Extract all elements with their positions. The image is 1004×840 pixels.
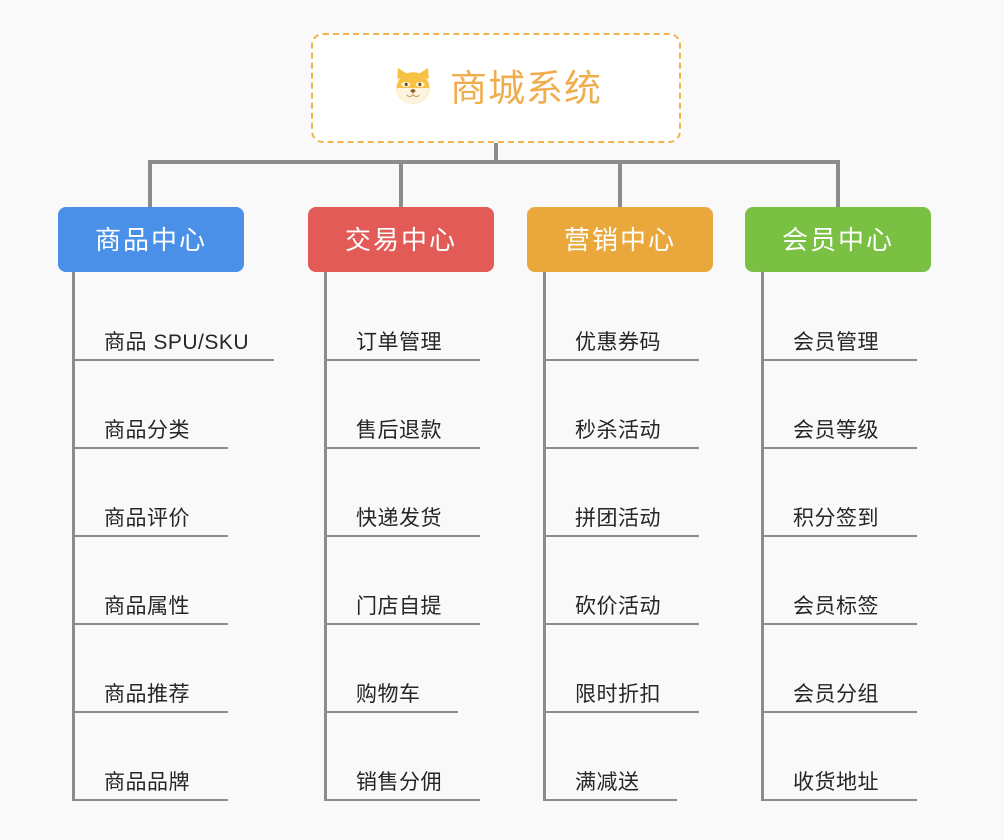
leaf-item-label: 商品分类	[104, 418, 190, 442]
leaf-item-label: 优惠券码	[575, 330, 661, 354]
leaf-item[interactable]: 砍价活动	[543, 536, 699, 625]
leaf-item[interactable]: 快递发货	[324, 448, 480, 537]
leaf-item-label: 快递发货	[356, 506, 442, 530]
root-node-label: 商城系统	[450, 67, 602, 109]
leaf-item[interactable]: 优惠券码	[543, 272, 699, 361]
connector-drop-2	[399, 160, 403, 207]
leaf-item[interactable]: 商品评价	[72, 448, 228, 537]
shiba-dog-face-icon	[396, 67, 430, 104]
leaf-item[interactable]: 会员管理	[761, 272, 917, 361]
leaf-item[interactable]: 销售分佣	[324, 712, 480, 801]
leaf-item-label: 会员等级	[793, 418, 879, 442]
leaf-item-label: 满减送	[575, 770, 640, 794]
leaf-item[interactable]: 商品 SPU/SKU	[72, 272, 274, 361]
branch-node-label: 营销中心	[563, 224, 676, 255]
leaf-item-label: 销售分佣	[356, 770, 442, 794]
leaf-item-label: 商品 SPU/SKU	[104, 330, 250, 354]
leaf-item[interactable]: 拼团活动	[543, 448, 699, 537]
leaf-item-label: 秒杀活动	[575, 418, 661, 442]
leaf-item-label: 商品推荐	[104, 682, 190, 706]
leaf-item[interactable]: 商品属性	[72, 536, 228, 625]
leaf-item-label: 商品评价	[104, 506, 190, 530]
branch-node-trade-center[interactable]: 交易中心	[308, 207, 494, 272]
leaf-item[interactable]: 限时折扣	[543, 624, 699, 713]
connector-root-stem	[494, 143, 498, 164]
leaf-item-label: 收货地址	[793, 770, 879, 794]
branch-node-marketing-center[interactable]: 营销中心	[527, 207, 713, 272]
leaf-item[interactable]: 商品分类	[72, 360, 228, 449]
leaf-item[interactable]: 售后退款	[324, 360, 480, 449]
leaf-item[interactable]: 订单管理	[324, 272, 480, 361]
connector-drop-4	[836, 160, 840, 207]
leaf-item[interactable]: 会员分组	[761, 624, 917, 713]
leaf-item[interactable]: 商品品牌	[72, 712, 228, 801]
leaf-item[interactable]: 商品推荐	[72, 624, 228, 713]
leaf-item[interactable]: 收货地址	[761, 712, 917, 801]
branch-node-label: 会员中心	[781, 224, 894, 255]
leaf-item-label: 门店自提	[356, 594, 442, 618]
leaf-item[interactable]: 门店自提	[324, 536, 480, 625]
leaf-item[interactable]: 会员标签	[761, 536, 917, 625]
connector-drop-1	[148, 160, 152, 207]
leaf-item[interactable]: 购物车	[324, 624, 458, 713]
connector-horizontal-bus	[148, 160, 838, 164]
branch-node-label: 商品中心	[94, 224, 207, 255]
leaf-item-label: 商品属性	[104, 594, 190, 618]
leaf-item[interactable]: 会员等级	[761, 360, 917, 449]
root-node[interactable]: 商城系统	[311, 33, 681, 143]
branch-node-label: 交易中心	[344, 224, 457, 255]
leaf-item[interactable]: 积分签到	[761, 448, 917, 537]
leaf-item-label: 积分签到	[793, 506, 879, 530]
leaf-item-label: 售后退款	[356, 418, 442, 442]
leaf-item-label: 订单管理	[356, 330, 442, 354]
leaf-item-label: 会员分组	[793, 682, 879, 706]
leaf-item-label: 商品品牌	[104, 770, 190, 794]
leaf-item-label: 砍价活动	[575, 594, 661, 618]
leaf-item[interactable]: 秒杀活动	[543, 360, 699, 449]
connector-drop-3	[618, 160, 622, 207]
branch-node-member-center[interactable]: 会员中心	[745, 207, 931, 272]
leaf-item-label: 限时折扣	[575, 682, 661, 706]
leaf-item-label: 拼团活动	[575, 506, 661, 530]
branch-node-product-center[interactable]: 商品中心	[58, 207, 244, 272]
leaf-item[interactable]: 满减送	[543, 712, 677, 801]
leaf-item-label: 会员管理	[793, 330, 879, 354]
leaf-item-label: 购物车	[356, 682, 421, 706]
leaf-item-label: 会员标签	[793, 594, 879, 618]
